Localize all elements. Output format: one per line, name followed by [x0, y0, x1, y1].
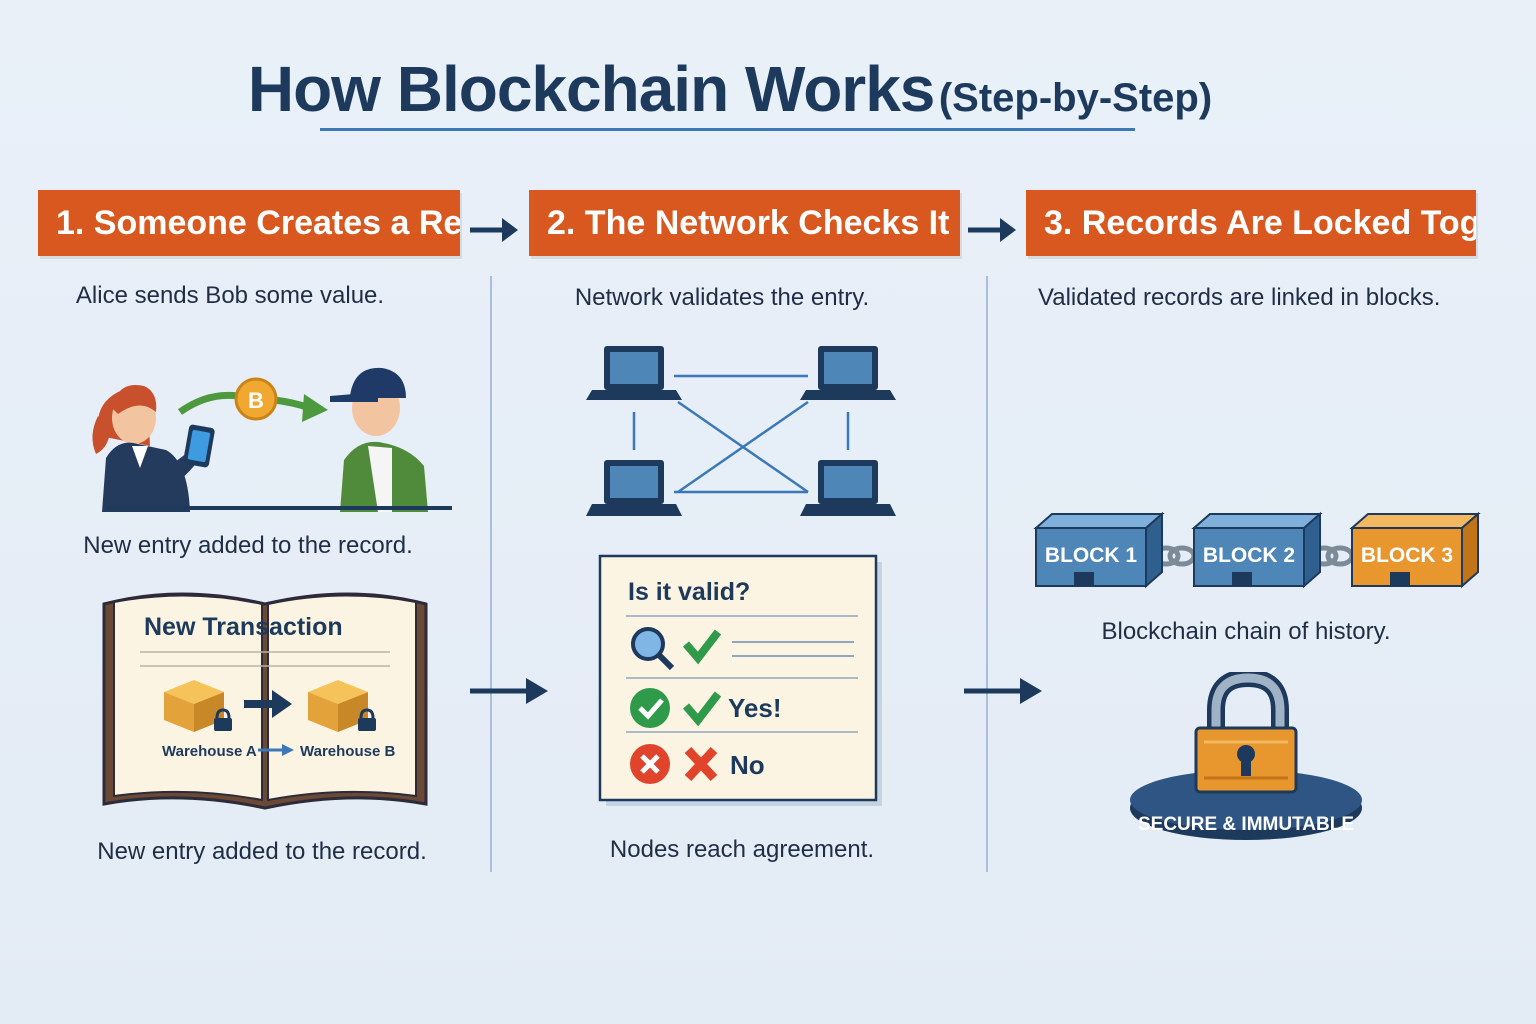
laptop-icon	[586, 346, 682, 400]
cross-icon	[684, 746, 718, 782]
to-label: Warehouse B	[300, 743, 395, 760]
arrow-right-icon	[964, 678, 1042, 704]
lock-icon	[214, 708, 232, 731]
column-divider	[490, 276, 492, 872]
step-2-banner: 2. The Network Checks It	[529, 190, 960, 256]
yes-label: Yes!	[728, 693, 782, 723]
ledger-title: New Transaction	[144, 613, 343, 641]
block-1-icon	[1033, 511, 1165, 589]
validation-card: Is it valid? Yes! No	[598, 554, 882, 806]
step-3-caption-middle: Blockchain chain of history.	[1101, 618, 1391, 645]
page-title: How Blockchain Works (Step-by-Step)	[0, 52, 1460, 126]
step-2-caption-top: Network validates the entry.	[574, 284, 870, 311]
phone-icon	[183, 424, 215, 468]
coin-label: B	[248, 388, 264, 413]
arrow-right-icon	[968, 218, 1016, 242]
arrow-right-icon	[470, 218, 518, 242]
secure-lock-badge: SECURE & IMMUTABLE	[1130, 672, 1362, 840]
step-1-banner: 1. Someone Creates a Record	[38, 190, 460, 256]
step-2-caption-bottom: Nodes reach agreement.	[609, 836, 875, 863]
arrow-right-icon	[244, 690, 292, 718]
block-label: BLOCK 2	[1203, 544, 1295, 567]
checkmark-icon	[682, 629, 722, 665]
laptop-icon	[586, 460, 682, 516]
step-3-banner: 3. Records Are Locked Together	[1026, 190, 1476, 256]
arrow-right-icon	[258, 744, 294, 756]
step-3-caption-top: Validated records are linked in blocks.	[1038, 284, 1441, 311]
check-circle-icon	[630, 688, 670, 728]
title-main: How Blockchain Works	[247, 53, 936, 125]
badge-label: SECURE & IMMUTABLE	[1138, 814, 1354, 835]
bob-figure-icon	[330, 367, 428, 512]
block-label: BLOCK 1	[1045, 544, 1137, 567]
magnifier-icon	[631, 627, 675, 671]
card-title: Is it valid?	[628, 578, 750, 606]
laptop-icon	[800, 460, 896, 516]
lock-icon	[358, 708, 376, 731]
step-1-caption-bottom: New entry added to the record.	[97, 838, 427, 865]
block-3-icon	[1349, 511, 1481, 589]
title-underline	[320, 128, 1135, 131]
cross-circle-icon	[630, 744, 670, 784]
node-network-diagram	[586, 346, 896, 516]
ledger-book-icon: New Transaction Warehouse A Warehouse B	[102, 592, 428, 810]
title-sub: (Step-by-Step)	[938, 76, 1213, 120]
step-1-caption-middle: New entry added to the record.	[83, 532, 413, 559]
arrow-right-icon	[470, 678, 548, 704]
step-1-caption-top: Alice sends Bob some value.	[75, 282, 385, 309]
laptop-icon	[800, 346, 896, 400]
no-label: No	[730, 750, 765, 780]
checkmark-icon	[682, 691, 722, 727]
block-label: BLOCK 3	[1361, 544, 1453, 567]
column-divider	[986, 276, 988, 872]
block-2-icon	[1191, 511, 1323, 589]
padlock-icon	[1194, 672, 1298, 794]
package-icon	[164, 680, 224, 732]
block-chain-diagram: BLOCK 1 BLOCK 2 BLOCK 3	[1033, 511, 1481, 589]
coin-icon: B	[234, 377, 278, 421]
alice-bob-illustration: B	[92, 367, 452, 512]
from-label: Warehouse A	[162, 743, 257, 760]
